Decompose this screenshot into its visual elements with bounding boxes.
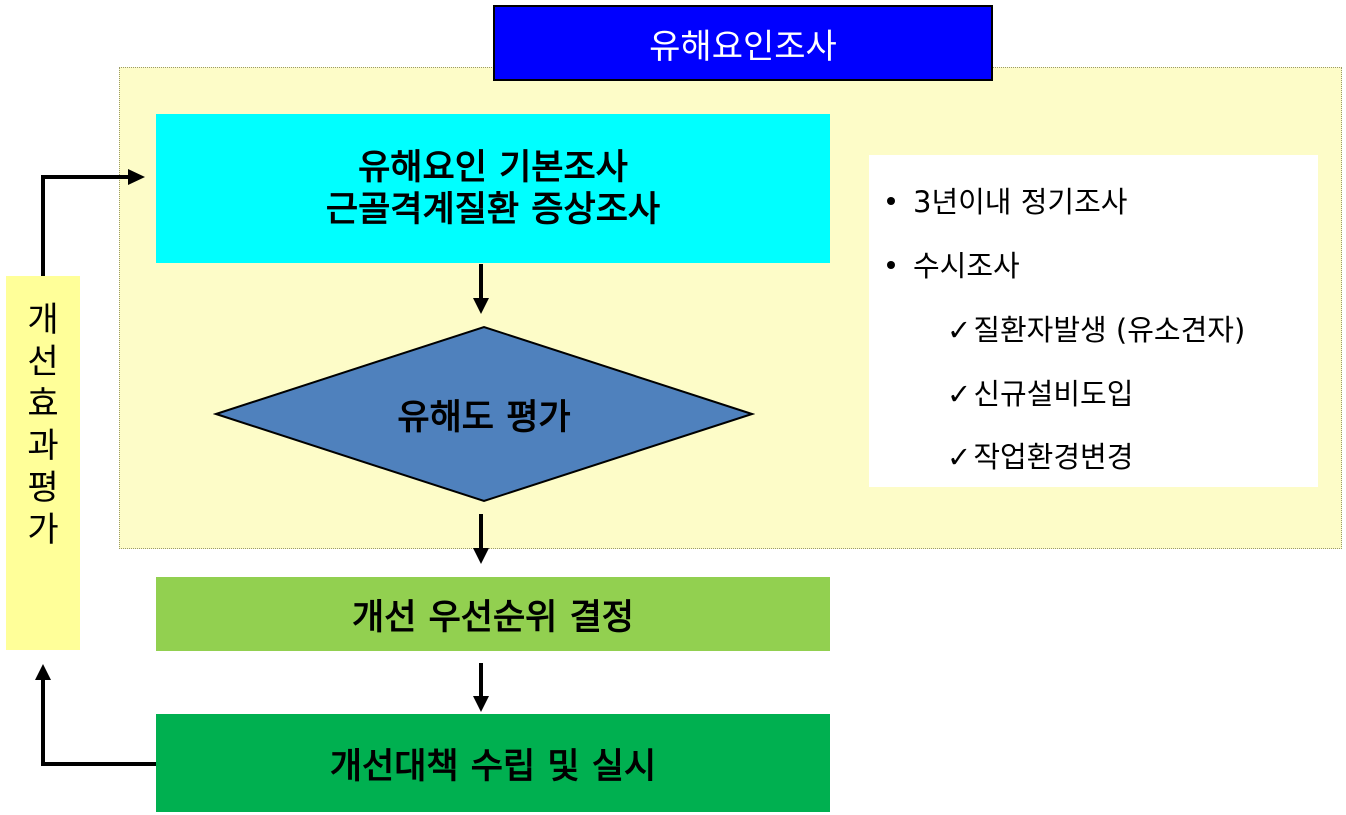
sub-item-text: 신규설비도입 [973, 377, 1134, 411]
bullet-icon [887, 197, 895, 205]
check-icon: ✓ [947, 313, 972, 347]
priority-decision-label: 개선 우선순위 결정 [352, 597, 634, 638]
improvement-evaluation-box: 개 선 효 과 평 가 [6, 276, 80, 650]
hazard-assessment-label: 유해도 평가 [397, 397, 571, 438]
check-icon: ✓ [947, 440, 972, 474]
evaluation-char: 개 [27, 300, 59, 340]
basic-survey-box: 유해요인 기본조사 근골격계질환 증상조사 [156, 114, 830, 263]
hazard-assessment-label-wrap: 유해도 평가 [213, 325, 755, 503]
evaluation-char: 효 [27, 384, 59, 424]
sub-item-text: 질환자발생 (유소견자) [973, 313, 1246, 347]
survey-title-text: 유해요인조사 [649, 26, 837, 67]
arrow-countermeasure-to-evaluation-head [35, 664, 51, 680]
countermeasure-label: 개선대책 수립 및 실시 [329, 746, 657, 787]
evaluation-char: 가 [27, 510, 59, 550]
sub-item-text: 작업환경변경 [973, 440, 1134, 474]
countermeasure-box: 개선대책 수립 및 실시 [156, 714, 830, 812]
evaluation-char: 과 [27, 426, 59, 466]
bullet-text: 3년이내 정기조사 [913, 185, 1128, 219]
sub-item: ✓신규설비도입 [947, 371, 1133, 413]
basic-survey-line1: 유해요인 기본조사 [358, 147, 628, 188]
evaluation-char: 선 [27, 342, 59, 382]
bullet-icon [887, 261, 895, 269]
bullet-item: 3년이내 정기조사 [887, 179, 1127, 221]
sub-item: ✓작업환경변경 [947, 434, 1133, 476]
arrow-assessment-to-priority-head [473, 548, 489, 564]
evaluation-char: 평 [27, 468, 59, 508]
survey-info-panel: 3년이내 정기조사 수시조사 ✓질환자발생 (유소견자) ✓신규설비도입 ✓작업… [869, 155, 1318, 487]
arrow-priority-to-countermeasure-head [473, 696, 489, 712]
priority-decision-box: 개선 우선순위 결정 [156, 577, 830, 651]
hazard-assessment-diamond [213, 325, 755, 503]
arrow-evaluation-to-basic [41, 175, 130, 276]
bullet-text: 수시조사 [913, 249, 1020, 283]
sub-item: ✓질환자발생 (유소견자) [947, 307, 1245, 349]
bullet-item: 수시조사 [887, 243, 1020, 285]
check-icon: ✓ [947, 377, 972, 411]
survey-title: 유해요인조사 [493, 5, 993, 81]
basic-survey-line2: 근골격계질환 증상조사 [325, 189, 661, 230]
arrow-countermeasure-to-evaluation [41, 676, 156, 766]
